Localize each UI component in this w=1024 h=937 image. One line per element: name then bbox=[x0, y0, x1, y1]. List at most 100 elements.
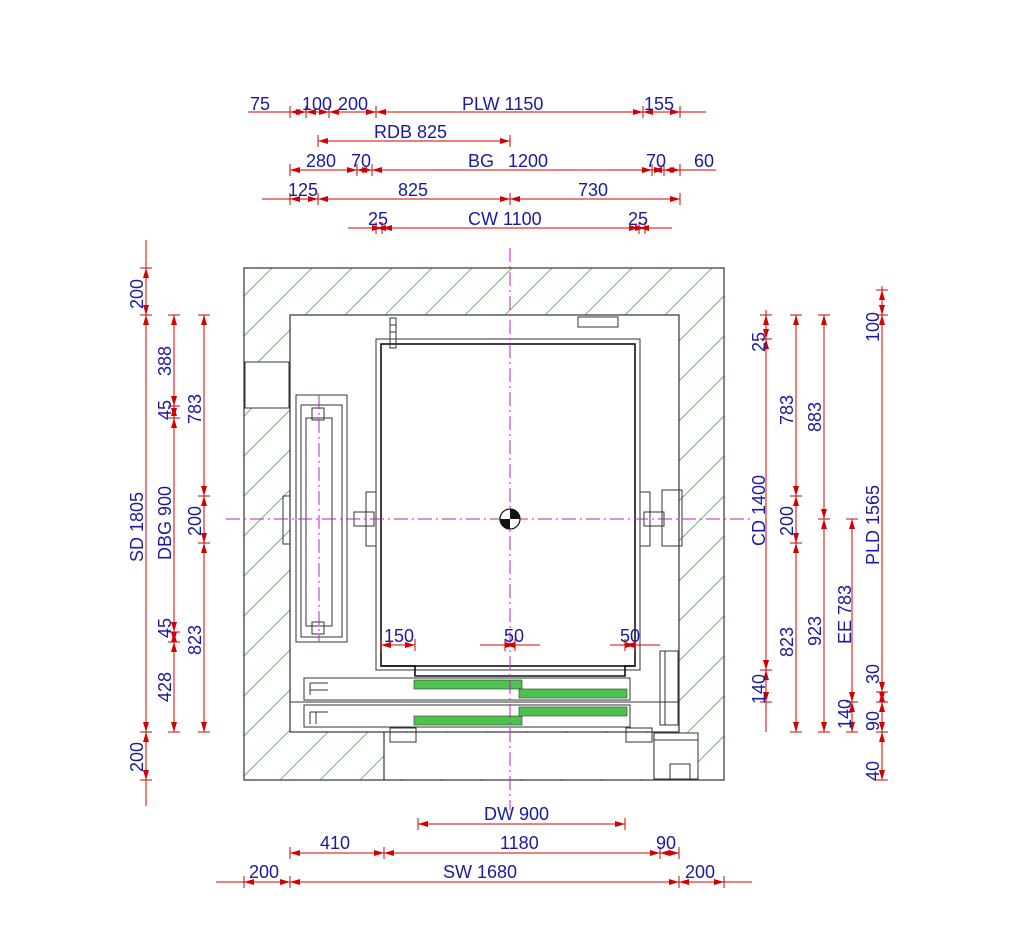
dim-right-100: 100 bbox=[863, 312, 883, 342]
dimension-arrowhead bbox=[143, 268, 149, 278]
dimension-arrowhead bbox=[849, 519, 855, 529]
dimension-arrowhead bbox=[654, 167, 664, 173]
dimension-arrowhead bbox=[318, 138, 328, 144]
dim-right-883: 883 bbox=[805, 402, 825, 432]
dimension-arrowhead bbox=[296, 109, 306, 115]
dimension-arrowhead bbox=[143, 770, 149, 780]
dimension-arrowhead bbox=[714, 879, 724, 885]
left-dimensions: 200 SD 1805 200 388 45 DBG 900 45 428 78… bbox=[127, 279, 205, 772]
dimension-arrowhead bbox=[821, 315, 827, 325]
dimension-arrowhead bbox=[650, 850, 660, 856]
dimension-arrowhead bbox=[201, 533, 207, 543]
dimension-arrowhead bbox=[763, 329, 769, 339]
dimension-arrowhead bbox=[879, 732, 885, 742]
top-dimensions: 75 100 200 PLW 1150 155 RDB 825 280 70 B… bbox=[250, 94, 714, 229]
dimension-arrowhead bbox=[244, 879, 254, 885]
dim-bg-value: 1200 bbox=[508, 151, 548, 171]
dimension-arrowhead bbox=[143, 732, 149, 742]
dimension-arrowhead bbox=[879, 722, 885, 732]
dimension-arrowhead bbox=[290, 167, 300, 173]
dim-inner-150: 150 bbox=[384, 626, 414, 646]
dimension-arrowhead bbox=[510, 196, 520, 202]
dimension-arrowhead bbox=[418, 821, 428, 827]
dim-825: 825 bbox=[398, 180, 428, 200]
dimension-arrowhead bbox=[318, 196, 328, 202]
dimension-arrowhead bbox=[362, 167, 372, 173]
dim-right-30: 30 bbox=[863, 664, 883, 684]
dim-155: 155 bbox=[644, 94, 674, 114]
dimension-arrowhead bbox=[629, 225, 639, 231]
dimension-arrowhead bbox=[670, 109, 680, 115]
dim-bg-label: BG bbox=[468, 151, 494, 171]
dimension-arrowhead bbox=[376, 109, 386, 115]
dim-left-783: 783 bbox=[185, 394, 205, 424]
dim-left-200-bottom: 200 bbox=[127, 742, 147, 772]
dim-70a: 70 bbox=[351, 151, 371, 171]
dimension-arrowhead bbox=[290, 879, 300, 885]
dimension-arrowhead bbox=[143, 305, 149, 315]
dimension-arrowhead bbox=[615, 821, 625, 827]
dim-left-823: 823 bbox=[185, 625, 205, 655]
elevator-car bbox=[290, 316, 683, 743]
dimension-arrowhead bbox=[143, 722, 149, 732]
dimension-arrowhead bbox=[763, 660, 769, 670]
dim-right-pld: PLD 1565 bbox=[863, 485, 883, 565]
dim-plw: PLW 1150 bbox=[462, 94, 543, 114]
dimension-arrowhead bbox=[763, 670, 769, 680]
dim-rdb: RDB 825 bbox=[374, 122, 447, 142]
dim-100: 100 bbox=[302, 94, 332, 114]
dimension-arrowhead bbox=[879, 682, 885, 692]
dimension-arrowhead bbox=[633, 109, 643, 115]
bottom-dimensions: DW 900 410 1180 90 200 SW 1680 200 bbox=[249, 804, 715, 882]
dimension-arrowhead bbox=[669, 879, 679, 885]
dim-75: 75 bbox=[250, 94, 270, 114]
dim-right-cd: CD 1400 bbox=[749, 475, 769, 546]
dimension-arrowhead bbox=[879, 692, 885, 702]
dimension-arrowhead bbox=[201, 315, 207, 325]
dim-1180: 1180 bbox=[500, 833, 539, 853]
dimension-arrowhead bbox=[171, 418, 177, 428]
dimension-arrowhead bbox=[821, 519, 827, 529]
dimension-arrowhead bbox=[381, 642, 391, 648]
dim-right-140b: 140 bbox=[835, 699, 855, 729]
dim-right-90: 90 bbox=[863, 711, 883, 731]
dimension-arrowhead bbox=[635, 225, 645, 231]
dimension-arrowhead bbox=[372, 225, 382, 231]
dim-right-823: 823 bbox=[777, 627, 797, 657]
dimension-arrowhead bbox=[171, 632, 177, 642]
dimension-arrowhead bbox=[879, 305, 885, 315]
dimension-arrowhead bbox=[793, 315, 799, 325]
dim-left-200-top: 200 bbox=[127, 279, 147, 309]
dimension-arrowhead bbox=[670, 167, 680, 173]
dimension-arrowhead bbox=[171, 396, 177, 406]
dim-inner-50a: 50 bbox=[504, 626, 524, 646]
dim-right-923: 923 bbox=[805, 616, 825, 646]
dimension-arrowhead bbox=[384, 850, 394, 856]
dimension-arrowhead bbox=[763, 339, 769, 349]
dimension-arrowhead bbox=[201, 722, 207, 732]
dim-left-200-mid: 200 bbox=[185, 506, 205, 536]
dimension-arrowhead bbox=[642, 167, 652, 173]
dim-right-ee: EE 783 bbox=[835, 585, 855, 644]
dimension-arrowhead bbox=[171, 408, 177, 418]
dimension-arrowhead bbox=[849, 722, 855, 732]
dimension-arrowhead bbox=[372, 167, 382, 173]
dimension-arrowhead bbox=[679, 879, 689, 885]
dimension-arrowhead bbox=[500, 138, 510, 144]
dimension-arrowhead bbox=[280, 879, 290, 885]
dim-cw: CW 1100 bbox=[468, 209, 542, 229]
dimension-arrowhead bbox=[793, 486, 799, 496]
dim-right-783: 783 bbox=[777, 395, 797, 425]
dimension-arrowhead bbox=[793, 533, 799, 543]
dimension-arrowhead bbox=[879, 702, 885, 712]
dim-right-25: 25 bbox=[749, 332, 769, 352]
dim-200-right: 200 bbox=[685, 862, 715, 882]
dimension-arrowhead bbox=[171, 722, 177, 732]
dimension-arrowhead bbox=[201, 543, 207, 553]
dim-left-388: 388 bbox=[155, 346, 175, 376]
dimension-arrowhead bbox=[625, 642, 635, 648]
dim-inner-50b: 50 bbox=[620, 626, 640, 646]
dimension-arrowhead bbox=[821, 509, 827, 519]
centerlines bbox=[226, 248, 750, 810]
dimension-arrowhead bbox=[329, 109, 339, 115]
